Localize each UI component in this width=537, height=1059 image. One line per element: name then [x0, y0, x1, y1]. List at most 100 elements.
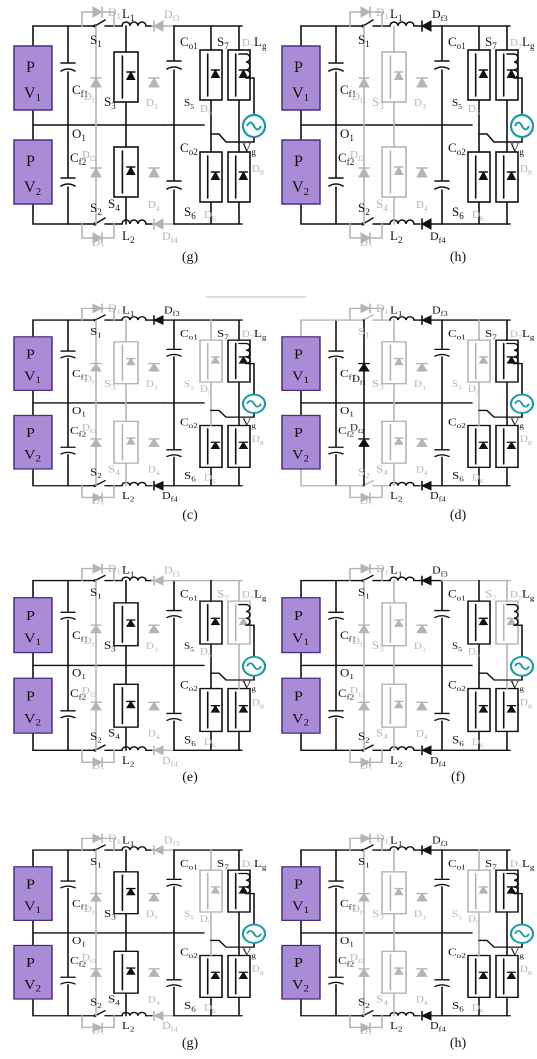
- panel-caption: (g): [181, 250, 199, 265]
- label-o1: O1: [340, 666, 354, 681]
- label-l1: L1: [122, 6, 135, 23]
- label-vg: Vg: [242, 678, 257, 693]
- module-s6: [467, 151, 491, 203]
- switch-s1: [356, 19, 378, 28]
- label-d6: D6: [204, 1003, 216, 1015]
- wire-top-left: [32, 319, 69, 338]
- label-s7: S7: [217, 588, 229, 603]
- label-df1: Df1: [84, 905, 99, 917]
- label-df3: Df3: [164, 835, 180, 847]
- wire-vg: [210, 133, 255, 143]
- label-d4: D4: [148, 995, 160, 1007]
- label-d3: D3: [146, 380, 158, 392]
- label-df2: Df2: [82, 953, 97, 965]
- label-d6: D6: [472, 209, 484, 223]
- capacitor-cf1: [328, 611, 344, 620]
- label-d1: D1: [108, 564, 121, 577]
- wire-vg: [478, 939, 523, 948]
- pv-source-1: PV1: [281, 866, 321, 921]
- label-l1: L1: [122, 833, 134, 847]
- label-df2: Df2: [82, 149, 97, 163]
- label-s2: S2: [358, 200, 370, 217]
- label-lg: Lg: [522, 327, 534, 341]
- capacitor-cf2: [328, 177, 344, 187]
- label-cf1: Cf1: [72, 82, 88, 99]
- pv-source-2: PV2: [13, 139, 53, 205]
- inductor-l1: [389, 21, 415, 27]
- label-co1: Co1: [448, 327, 466, 341]
- label-lg: Lg: [254, 34, 266, 51]
- label-l2: L2: [390, 228, 403, 245]
- label-cf2: Cf2: [70, 424, 86, 438]
- label-d6: D6: [472, 1003, 484, 1015]
- pv-source-2: PV2: [281, 139, 321, 205]
- label-s4: S4: [376, 462, 389, 476]
- diode-d4: [416, 166, 428, 178]
- module-s3: [381, 51, 407, 103]
- label-df4: Df4: [162, 229, 178, 245]
- wire-lg-b: [513, 624, 523, 657]
- wire-d1-a: [349, 837, 363, 851]
- label-lg: Lg: [254, 327, 266, 341]
- label-df2: Df2: [82, 686, 97, 698]
- module-s6: [199, 687, 223, 733]
- switch-s1: [356, 314, 378, 322]
- grid-ac-source-icon: [241, 113, 266, 139]
- label-d4: D4: [416, 199, 428, 213]
- switch-s2: [356, 217, 378, 226]
- label-cf2: Cf2: [338, 687, 354, 702]
- wire-bottom-left: [300, 732, 337, 751]
- wire-bottom-left: [32, 732, 69, 751]
- capacitor-cf1: [328, 880, 344, 889]
- module-s5: [199, 49, 223, 101]
- label-o1: O1: [340, 934, 354, 948]
- label-d2: D2: [92, 237, 104, 247]
- wire-top-left: [32, 25, 69, 47]
- module-s7: [495, 339, 519, 383]
- capacitor-co2: [434, 712, 450, 721]
- label-vg: Vg: [510, 140, 524, 157]
- wire-lg-b: [513, 362, 523, 395]
- wire-bottom-left: [300, 203, 337, 225]
- label-cf2: Cf2: [70, 954, 86, 968]
- inductor-lg: [245, 603, 251, 626]
- label-df4: Df4: [430, 1021, 446, 1033]
- label-d1: D1: [376, 5, 389, 21]
- label-co2: Co2: [180, 140, 198, 157]
- wire-vg: [478, 409, 523, 418]
- module-s4: [113, 950, 139, 994]
- label-df3: Df3: [432, 7, 448, 23]
- label-cf2: Cf2: [338, 150, 355, 167]
- panel-caption: (e): [182, 770, 198, 785]
- pv-source-1: PV1: [281, 336, 321, 391]
- label-df3: Df3: [164, 565, 180, 578]
- label-s3: S3: [372, 907, 384, 921]
- label-d5: D5: [200, 103, 212, 117]
- label-s5: S5: [184, 910, 194, 922]
- pv-label-v: V1: [292, 631, 309, 647]
- label-co2: Co2: [448, 416, 466, 430]
- label-d4: D4: [416, 465, 428, 477]
- label-co1: Co1: [180, 327, 198, 341]
- label-d3: D3: [414, 642, 426, 654]
- capacitor-co2: [166, 712, 182, 721]
- wire-d1-a: [81, 307, 95, 321]
- label-d5: D5: [200, 385, 212, 397]
- label-l1: L1: [390, 564, 402, 579]
- module-s8: [227, 151, 251, 203]
- label-d2: D2: [92, 1027, 104, 1035]
- label-df3: Df3: [432, 565, 448, 578]
- inductor-l1: [389, 576, 415, 582]
- capacitor-co1: [434, 60, 450, 70]
- capacitor-co1: [434, 348, 450, 357]
- grid-ac-source-icon: [509, 393, 534, 414]
- label-d3: D3: [146, 910, 158, 922]
- wire-d1-a: [349, 11, 363, 27]
- label-s4: S4: [376, 196, 388, 213]
- label-co1: Co1: [180, 857, 198, 871]
- pv-label-p: P: [294, 609, 303, 624]
- panel-caption: (f): [451, 770, 465, 785]
- module-s8: [227, 424, 251, 469]
- label-cf2: Cf2: [338, 424, 354, 438]
